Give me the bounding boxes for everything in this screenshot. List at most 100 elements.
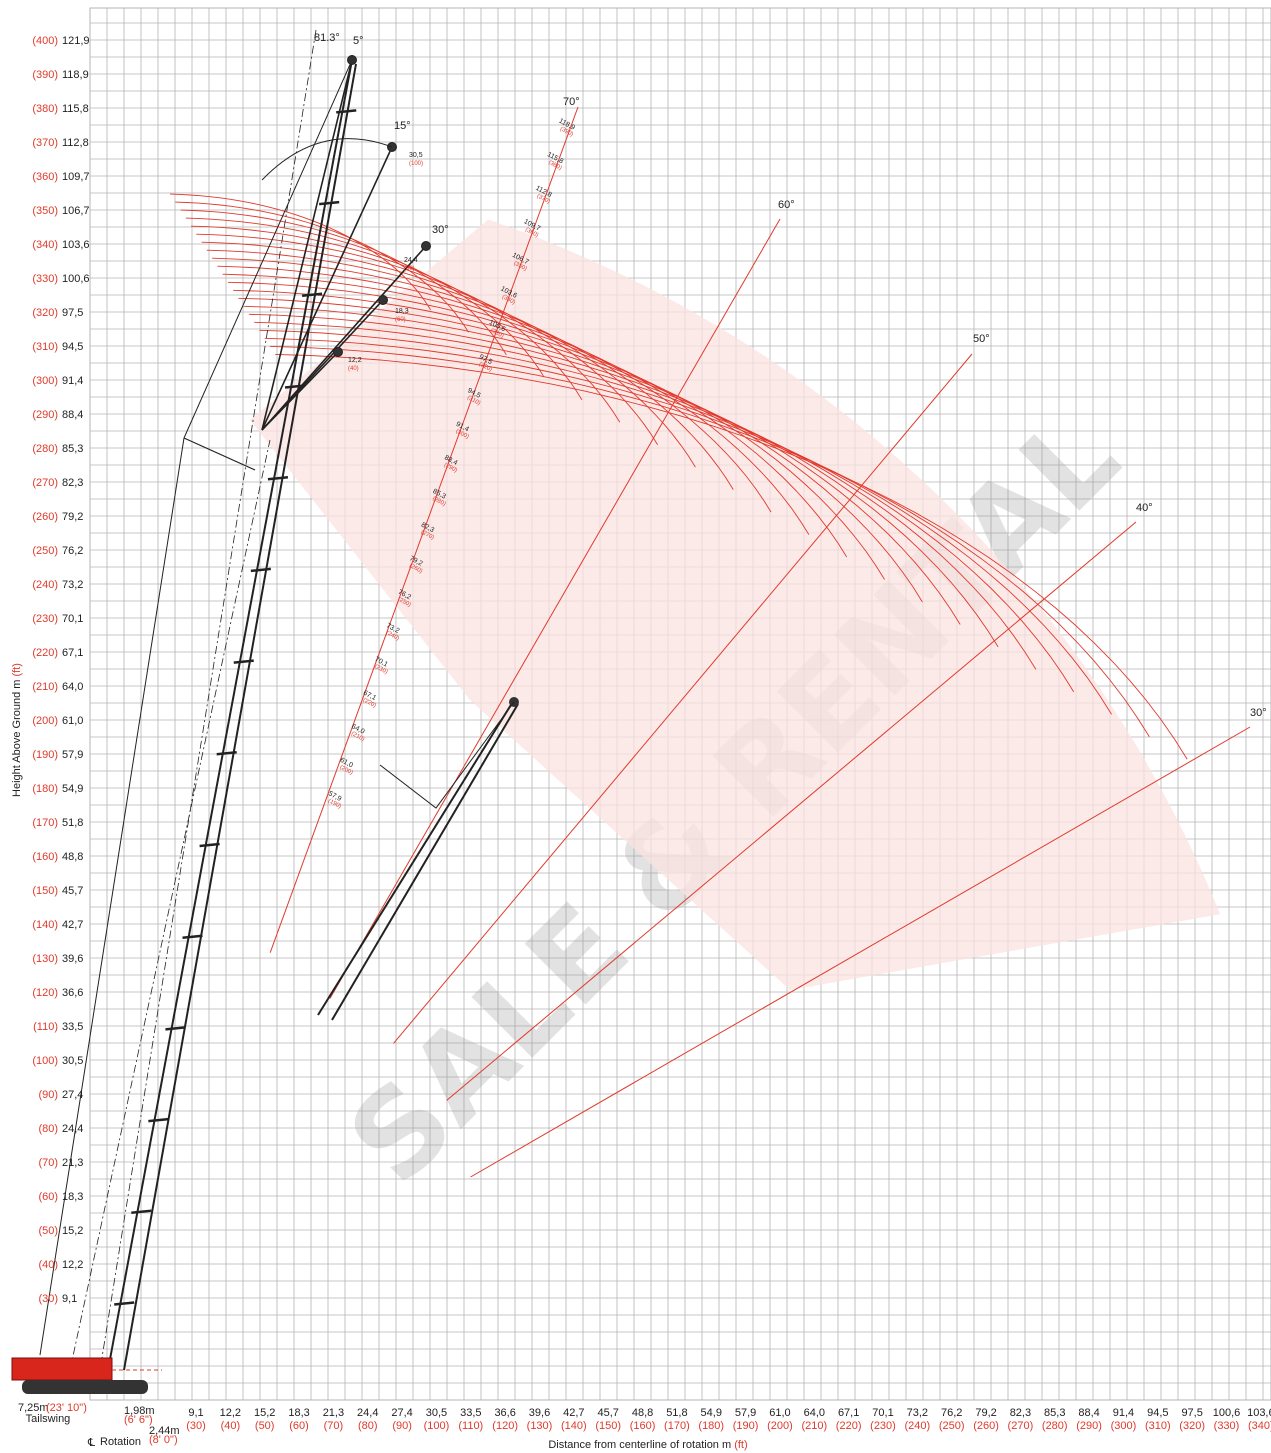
boom-length-label-ft: (350) — [512, 261, 527, 273]
jib-swing-arc — [261, 138, 393, 181]
jib-chord — [261, 351, 339, 431]
boom-length-label-ft: (280) — [431, 496, 446, 508]
y-tick-m: 64,0 — [62, 681, 83, 693]
y-tick-ft: (170) — [32, 817, 58, 829]
boom-length-label-ft: (240) — [385, 630, 400, 642]
jib-tip-sheave — [421, 241, 431, 251]
boom-length-label-ft: (220) — [362, 697, 377, 709]
y-tick-m: 18,3 — [62, 1191, 83, 1203]
x-tick-ft: (300) — [1111, 1420, 1137, 1432]
x-tick-m: 15,2 — [254, 1407, 275, 1419]
x-tick-m: 76,2 — [941, 1407, 962, 1419]
x-tick-m: 45,7 — [597, 1407, 618, 1419]
y-tick-m: 109,7 — [62, 171, 90, 183]
y-tick-ft: (40) — [38, 1259, 58, 1271]
jib-length-label: 30,5 — [409, 152, 423, 159]
x-tick-ft: (210) — [801, 1420, 827, 1432]
y-tick-ft: (380) — [32, 103, 58, 115]
y-axis-title: Height Above Ground m (ft) — [11, 663, 23, 797]
x-tick-ft: (310) — [1145, 1420, 1171, 1432]
x-tick-ft: (160) — [630, 1420, 656, 1432]
x-tick-ft: (90) — [392, 1420, 412, 1432]
x-tick-m: 97,5 — [1181, 1407, 1202, 1419]
x-tick-m: 12,2 — [220, 1407, 241, 1419]
x-tick-ft: (190) — [733, 1420, 759, 1432]
axis-labels: (400)121,9(390)118,9(380)115,8(370)112,8… — [11, 32, 1271, 1451]
y-tick-ft: (80) — [38, 1123, 58, 1135]
boom-length-label-ft: (200) — [338, 765, 353, 777]
x-tick-m: 94,5 — [1147, 1407, 1168, 1419]
y-tick-ft: (180) — [32, 783, 58, 795]
jib-chord — [261, 245, 427, 431]
y-tick-m: 85,3 — [62, 443, 83, 455]
x-tick-ft: (40) — [221, 1420, 241, 1432]
y-tick-ft: (90) — [38, 1089, 58, 1101]
y-tick-m: 57,9 — [62, 749, 83, 761]
boom-angle-label: 30° — [1250, 707, 1267, 719]
tailswing-dim-ft: (23' 10") — [46, 1402, 87, 1414]
y-tick-ft: (340) — [32, 239, 58, 251]
y-tick-m: 76,2 — [62, 545, 83, 557]
jib-length-label-ft: (100) — [409, 161, 423, 167]
x-tick-ft: (100) — [424, 1420, 450, 1432]
boom-lacing — [319, 200, 340, 206]
x-tick-ft: (260) — [973, 1420, 999, 1432]
boom-angle-label: 30° — [432, 224, 449, 236]
y-tick-m: 121,9 — [62, 35, 90, 47]
boom-length-label-ft: (260) — [408, 563, 423, 575]
boom-length-label-ft: (270) — [420, 529, 435, 541]
y-tick-ft: (160) — [32, 851, 58, 863]
boom-length-label-ft: (230) — [373, 664, 388, 676]
y-tick-ft: (140) — [32, 919, 58, 931]
boom-length-label-ft: (340) — [501, 294, 516, 306]
y-tick-m: 103,6 — [62, 239, 90, 251]
y-tick-ft: (320) — [32, 307, 58, 319]
y-tick-m: 70,1 — [62, 613, 83, 625]
lowered-jib-right — [331, 703, 519, 1021]
boom-length-label-ft: (360) — [524, 227, 539, 239]
boom-lacing — [301, 292, 323, 298]
x-tick-m: 27,4 — [391, 1407, 412, 1419]
jib-length-label-ft: (80) — [404, 266, 415, 272]
jib-tip-sheave — [333, 347, 343, 357]
x-tick-m: 36,6 — [494, 1407, 515, 1419]
y-tick-m: 97,5 — [62, 307, 83, 319]
jib-tip-sheave — [378, 295, 388, 305]
boom-length-label-ft: (370) — [536, 193, 551, 205]
boom-lacing — [182, 934, 203, 939]
x-tick-ft: (230) — [870, 1420, 896, 1432]
boom-length-label-ft: (330) — [489, 328, 504, 340]
y-tick-ft: (300) — [32, 375, 58, 387]
x-tick-m: 103,6 — [1247, 1407, 1271, 1419]
backstay — [39, 437, 185, 1356]
x-tick-ft: (200) — [767, 1420, 793, 1432]
y-tick-ft: (390) — [32, 69, 58, 81]
x-tick-ft: (340) — [1248, 1420, 1271, 1432]
x-tick-ft: (110) — [458, 1420, 483, 1432]
y-tick-m: 115,8 — [62, 103, 89, 115]
boom-lacing — [199, 842, 220, 848]
y-tick-m: 79,2 — [62, 511, 83, 523]
x-tick-m: 82,3 — [1010, 1407, 1031, 1419]
y-tick-m: 100,6 — [62, 273, 90, 285]
y-tick-m: 51,8 — [62, 817, 83, 829]
x-tick-m: 85,3 — [1044, 1407, 1065, 1419]
boom-lacing — [114, 1301, 135, 1306]
y-tick-m: 39,6 — [62, 953, 83, 965]
x-tick-m: 18,3 — [288, 1407, 309, 1419]
x-tick-ft: (70) — [324, 1420, 344, 1432]
crane-drawing — [11, 29, 519, 1394]
x-tick-ft: (250) — [939, 1420, 965, 1432]
boom-length-label-ft: (390) — [559, 126, 574, 138]
centerline-symbol: ℄ — [87, 1437, 95, 1449]
y-tick-ft: (50) — [38, 1225, 58, 1237]
x-tick-ft: (60) — [289, 1420, 309, 1432]
boom-length-arc — [170, 193, 431, 311]
lowered-jib-left — [317, 699, 515, 1016]
y-tick-m: 48,8 — [62, 851, 83, 863]
x-tick-ft: (180) — [698, 1420, 724, 1432]
y-tick-ft: (100) — [32, 1055, 58, 1067]
x-tick-ft: (80) — [358, 1420, 378, 1432]
max-angle-line — [99, 29, 317, 1371]
y-tick-m: 15,2 — [62, 1225, 83, 1237]
